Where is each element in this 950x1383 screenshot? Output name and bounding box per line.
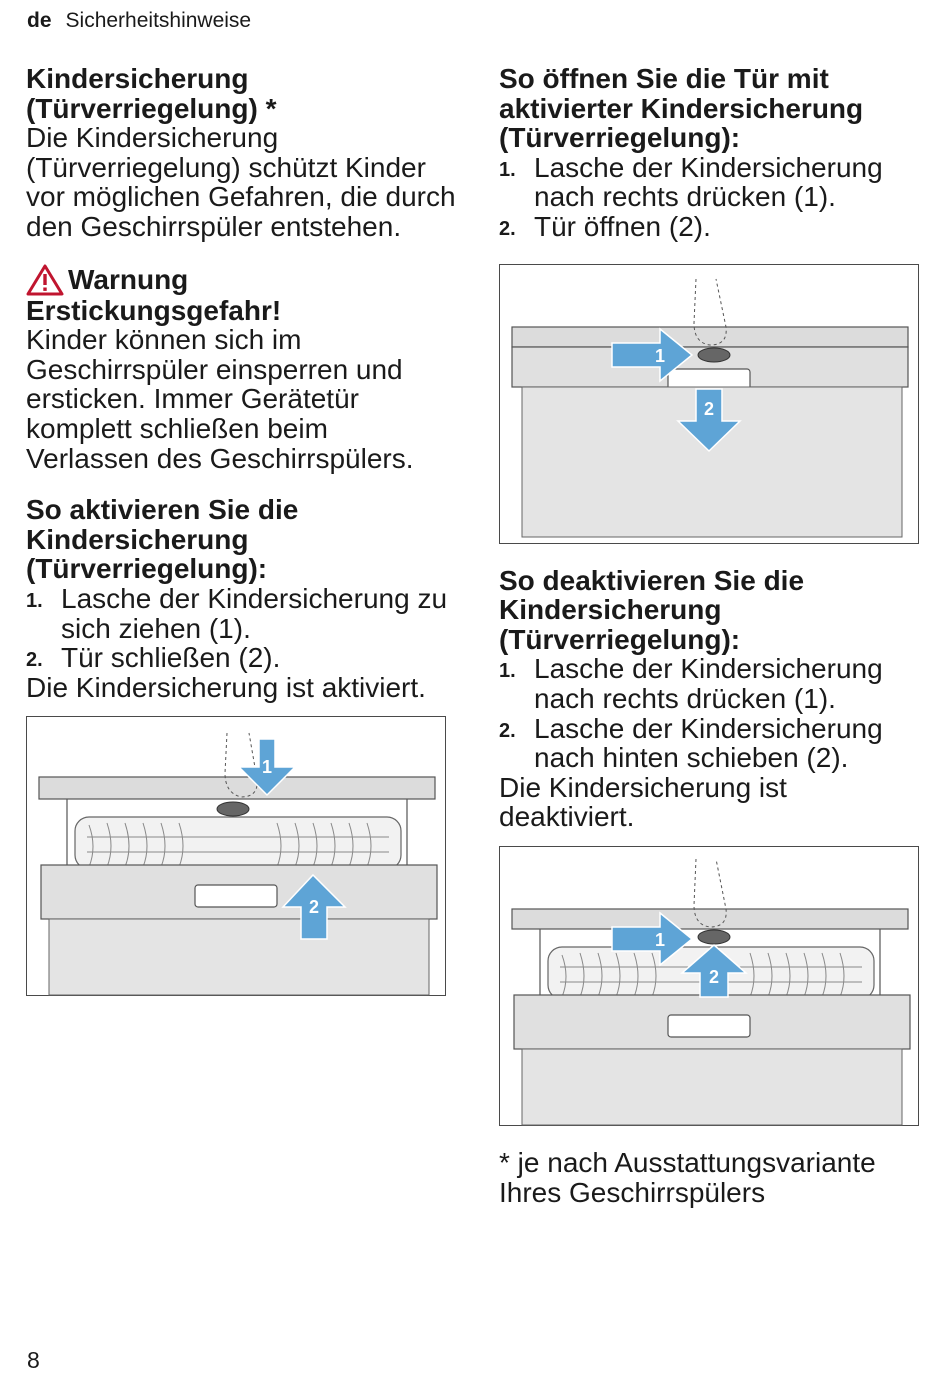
arrow-label-2: 2	[704, 399, 714, 419]
open-heading: So öffnen Sie die Tür mit aktivierter Ki…	[499, 63, 864, 154]
arrow-label-1: 1	[655, 346, 665, 366]
warning-heading: Warnung	[26, 264, 456, 296]
deactivate-heading: So deaktivieren Sie die Kindersicherung …	[499, 564, 805, 655]
open-steps: 1. Lasche der Kindersicherung nach rechts…	[499, 153, 929, 242]
deactivate-steps: 1. Lasche der Kindersicherung nach rechts…	[499, 654, 929, 772]
page-header: de Sicherheitshinweise	[27, 9, 251, 33]
child-lock-title-line1: Kindersicherung	[26, 63, 249, 94]
step-text: Lasche der Kindersicherung nach rechts d…	[534, 653, 883, 714]
list-item: 2. Tür schließen (2).	[26, 643, 456, 673]
deactivate-result: Die Kindersicherung ist deaktiviert.	[499, 771, 787, 833]
warning-text: Kinder können sich im Geschirrspüler ein…	[26, 324, 414, 474]
warning-label: Warnung	[68, 263, 189, 295]
language-code: de	[27, 9, 52, 32]
child-lock-intro: Die Kindersicherung (Türverriegelung) sc…	[26, 122, 456, 242]
arrow-label-2: 2	[709, 967, 719, 987]
footnote: * je nach Ausstattungsvariante Ihres Ges…	[499, 1146, 876, 1208]
child-lock-title-line2: (Türverriegelung) *	[26, 92, 277, 124]
list-item: 2. Tür öffnen (2).	[499, 212, 929, 242]
step-number: 1.	[499, 660, 516, 683]
step-text: Tür schließen (2).	[61, 642, 281, 674]
list-item: 1. Lasche der Kindersicherung nach rechts…	[499, 654, 929, 713]
step-number: 2.	[26, 649, 43, 672]
warning-title: Erstickungsgefahr!	[26, 294, 282, 326]
child-lock-title: Kindersicherung (Türverriegelung) *	[26, 64, 456, 123]
page-number: 8	[27, 1347, 40, 1373]
list-item: 1. Lasche der Kindersicherung nach rechts…	[499, 153, 929, 212]
activate-heading: So aktivieren Sie die Kindersicherung (T…	[26, 494, 299, 585]
right-column: So öffnen Sie die Tür mit aktivierter Ki…	[499, 64, 929, 1207]
open-door-illustration: 1 2	[499, 263, 919, 544]
activate-result: Die Kindersicherung ist aktiviert.	[26, 671, 426, 703]
warning-triangle-icon	[26, 264, 64, 296]
step-number: 1.	[499, 158, 516, 181]
activate-steps: 1. Lasche der Kindersicherung zu sich zie…	[26, 584, 456, 673]
step-number: 2.	[499, 217, 516, 240]
step-text: Tür öffnen (2).	[534, 210, 711, 242]
step-text: Lasche der Kindersicherung nach rechts d…	[534, 151, 883, 213]
arrow-label-1: 1	[655, 930, 665, 950]
list-item: 1. Lasche der Kindersicherung zu sich zie…	[26, 584, 456, 643]
list-item: 2. Lasche der Kindersicherung nach hinten…	[499, 712, 929, 774]
arrow-label-1: 1	[262, 757, 272, 777]
activate-illustration: 1 2	[26, 716, 446, 997]
step-text: Lasche der Kindersicherung zu sich ziehe…	[61, 582, 448, 644]
section-title: Sicherheitshinweise	[65, 9, 252, 32]
step-number: 1.	[26, 589, 43, 612]
step-text: Lasche der Kindersicherung nach hinten s…	[534, 712, 883, 774]
left-column: Kindersicherung (Türverriegelung) * Die …	[26, 64, 456, 997]
arrow-label-2: 2	[309, 897, 319, 917]
step-number: 2.	[499, 719, 516, 742]
deactivate-illustration: 1 2	[499, 845, 919, 1126]
